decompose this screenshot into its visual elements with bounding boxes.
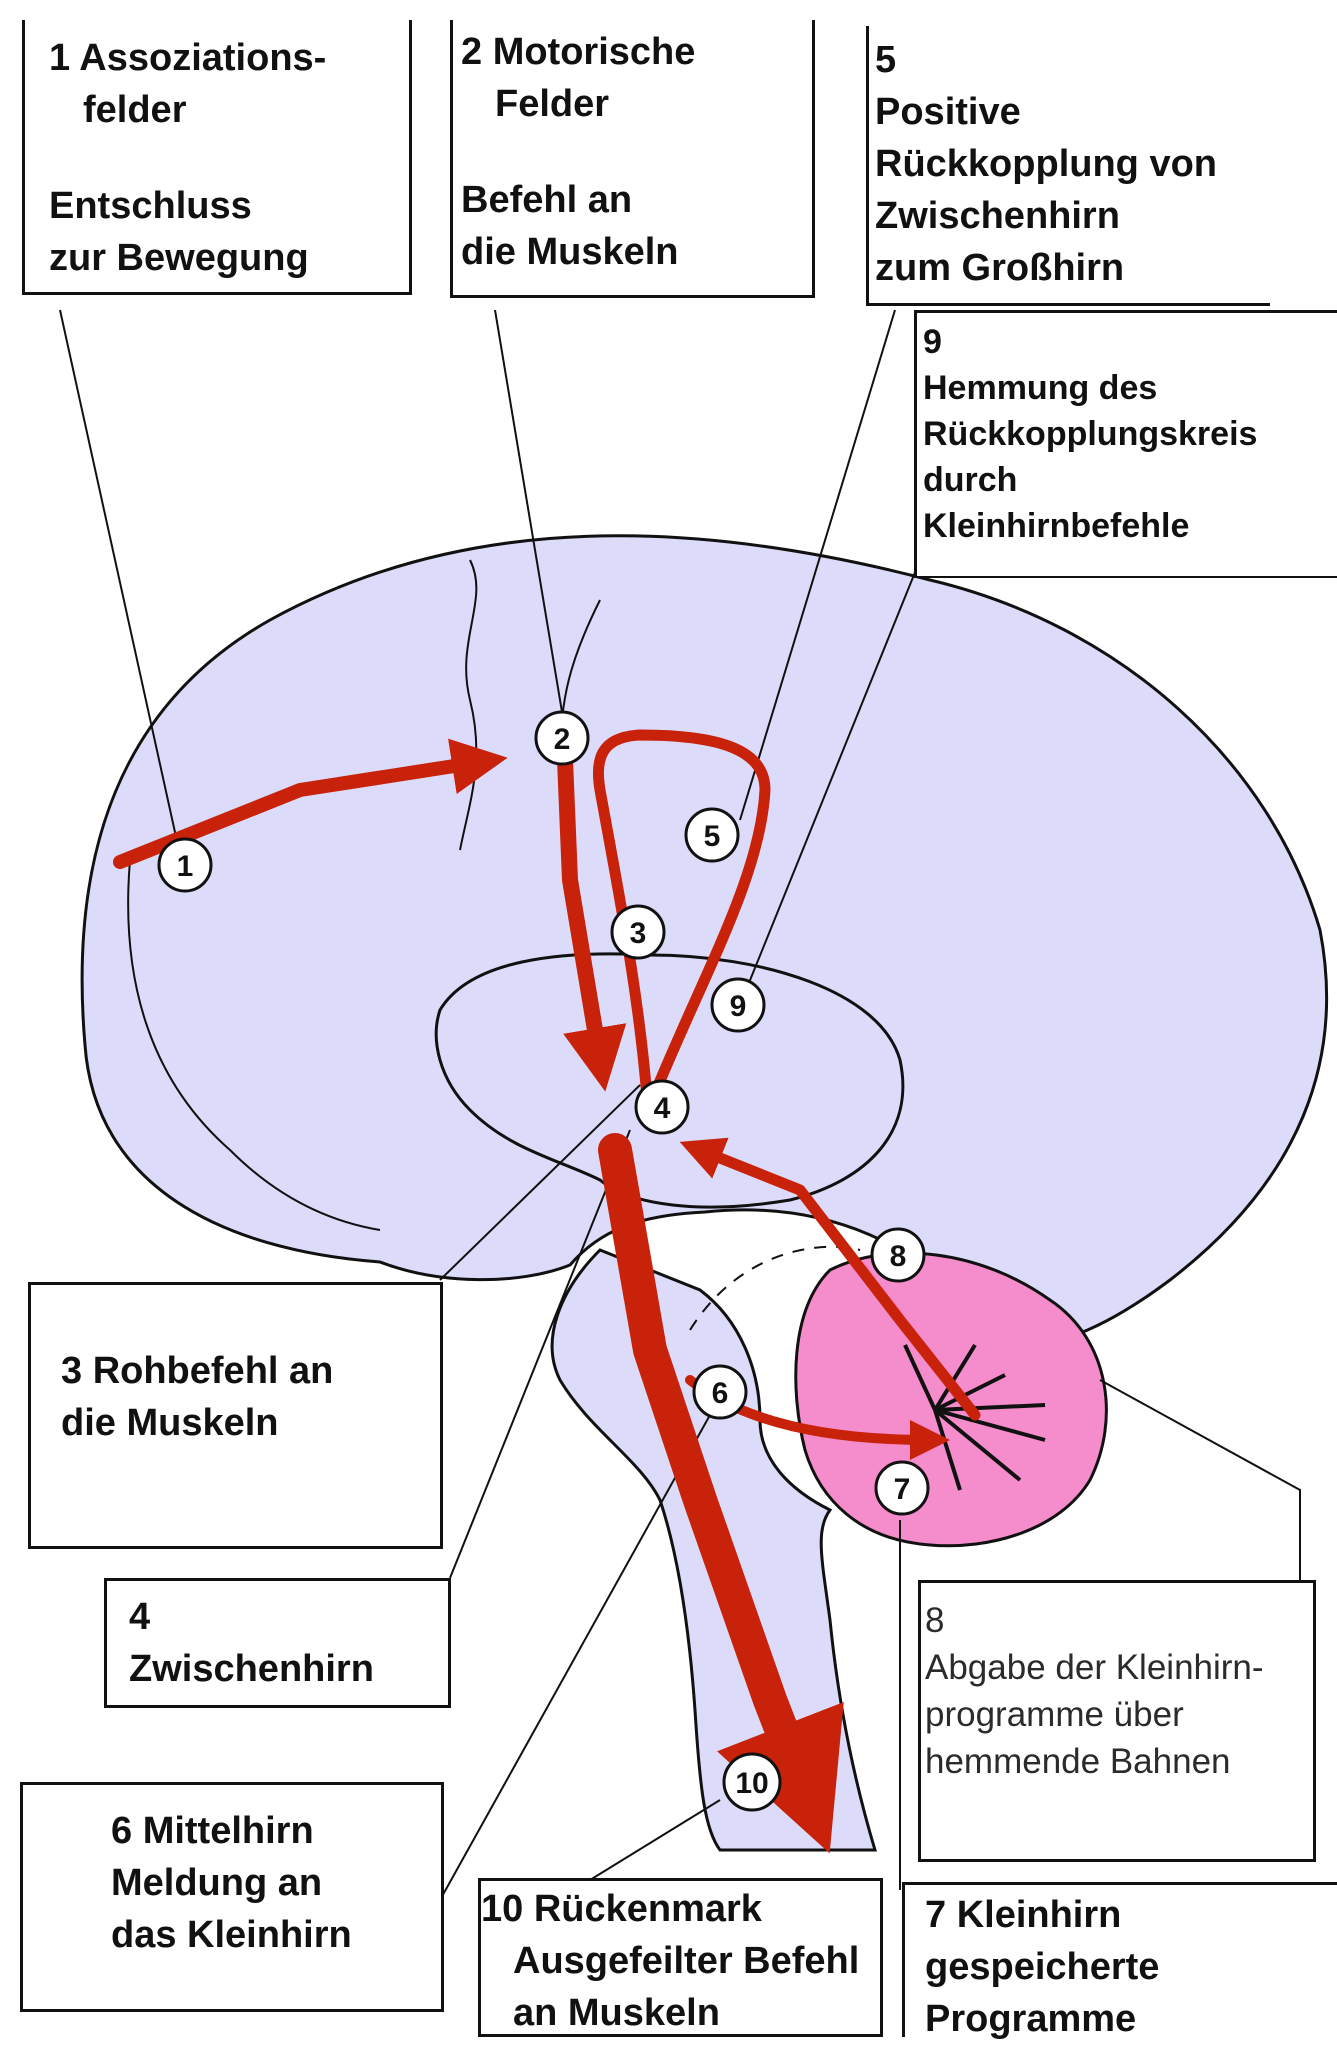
box6-line2: Meldung an bbox=[111, 1857, 441, 1909]
leader-line-1 bbox=[60, 310, 180, 855]
box2-title: 2 Motorische bbox=[461, 26, 812, 78]
marker-5: 5 bbox=[686, 809, 738, 861]
box10-line2: Ausgefeilter Befehl bbox=[481, 1935, 880, 1987]
label-box-4-diencephalon: 4 Zwischenhirn bbox=[104, 1578, 451, 1708]
box5-line4: zum Großhirn bbox=[875, 242, 1270, 294]
box7-line1: 7 Kleinhirn bbox=[925, 1889, 1337, 1941]
svg-text:3: 3 bbox=[630, 917, 647, 950]
svg-text:9: 9 bbox=[730, 990, 747, 1023]
box7-line2: gespeicherte bbox=[925, 1941, 1337, 1993]
box5-line3: Zwischenhirn bbox=[875, 190, 1270, 242]
box9-line2: Rückkopplungskreis bbox=[923, 411, 1337, 457]
box7-line3: Programme bbox=[925, 1993, 1337, 2045]
svg-text:10: 10 bbox=[735, 1767, 768, 1800]
box8-line1: Abgabe der Kleinhirn- bbox=[925, 1644, 1313, 1691]
box8-line3: hemmende Bahnen bbox=[925, 1738, 1313, 1785]
box9-number: 9 bbox=[923, 319, 1337, 365]
leader-line-6 bbox=[440, 1415, 710, 1900]
label-box-10-spinal-cord: 10 Rückenmark Ausgefeilter Befehl an Mus… bbox=[478, 1878, 883, 2037]
box1-text-cont: zur Bewegung bbox=[49, 232, 409, 284]
box9-line1: Hemmung des bbox=[923, 365, 1337, 411]
label-box-7-cerebellum: 7 Kleinhirn gespeicherte Programme bbox=[902, 1882, 1337, 2037]
svg-text:4: 4 bbox=[654, 1092, 671, 1125]
marker-2: 2 bbox=[536, 712, 588, 764]
cerebrum-shape bbox=[82, 536, 1327, 1346]
label-box-5-positive-feedback: 5 Positive Rückkopplung von Zwischenhirn… bbox=[866, 26, 1270, 306]
svg-text:5: 5 bbox=[704, 820, 721, 853]
marker-4: 4 bbox=[636, 1081, 688, 1133]
box1-text: Entschluss bbox=[49, 180, 409, 232]
box6-line1: 6 Mittelhirn bbox=[111, 1805, 441, 1857]
box4-number: 4 bbox=[129, 1591, 448, 1643]
box8-line2: programme über bbox=[925, 1691, 1313, 1738]
box5-line1: Positive bbox=[875, 86, 1270, 138]
marker-9: 9 bbox=[712, 979, 764, 1031]
box5-line2: Rückkopplung von bbox=[875, 138, 1270, 190]
label-box-6-midbrain: 6 Mittelhirn Meldung an das Kleinhirn bbox=[20, 1782, 444, 2012]
box6-line3: das Kleinhirn bbox=[111, 1909, 441, 1961]
svg-text:7: 7 bbox=[894, 1473, 911, 1506]
leader-line-10 bbox=[590, 1800, 720, 1880]
label-box-9-inhibition: 9 Hemmung des Rückkopplungskreis durch K… bbox=[914, 310, 1337, 578]
box3-line2: die Muskeln bbox=[61, 1397, 440, 1449]
box2-text-cont: die Muskeln bbox=[461, 226, 812, 278]
box2-text: Befehl an bbox=[461, 174, 812, 226]
marker-6: 6 bbox=[694, 1366, 746, 1418]
box9-line4: Kleinhirnbefehle bbox=[923, 503, 1337, 549]
box2-title-cont: Felder bbox=[461, 78, 812, 130]
leader-line-8 bbox=[1100, 1380, 1300, 1590]
label-box-2-motor-fields: 2 Motorische Felder Befehl an die Muskel… bbox=[450, 20, 815, 298]
label-box-3-raw-command: 3 Rohbefehl an die Muskeln bbox=[28, 1282, 443, 1549]
box9-line3: durch bbox=[923, 457, 1337, 503]
box8-number: 8 bbox=[925, 1597, 1313, 1644]
marker-1: 1 bbox=[159, 839, 211, 891]
box10-line3: an Muskeln bbox=[481, 1987, 880, 2039]
marker-10: 10 bbox=[724, 1754, 780, 1810]
svg-text:2: 2 bbox=[554, 723, 571, 756]
box10-line1: 10 Rückenmark bbox=[481, 1883, 880, 1935]
svg-text:1: 1 bbox=[177, 850, 194, 883]
box1-title: 1 Assoziations- bbox=[49, 32, 409, 84]
box1-title-cont: felder bbox=[49, 84, 409, 136]
marker-3: 3 bbox=[612, 906, 664, 958]
label-box-1-association-fields: 1 Assoziations- felder Entschluss zur Be… bbox=[22, 20, 412, 295]
box5-number: 5 bbox=[875, 34, 1270, 86]
box4-line1: Zwischenhirn bbox=[129, 1643, 448, 1695]
label-box-8-cerebellum-output: 8 Abgabe der Kleinhirn- programme über h… bbox=[918, 1580, 1316, 1862]
marker-7: 7 bbox=[876, 1462, 928, 1514]
svg-text:8: 8 bbox=[890, 1240, 907, 1273]
box3-line1: 3 Rohbefehl an bbox=[61, 1345, 440, 1397]
marker-8: 8 bbox=[872, 1229, 924, 1281]
svg-text:6: 6 bbox=[712, 1377, 729, 1410]
